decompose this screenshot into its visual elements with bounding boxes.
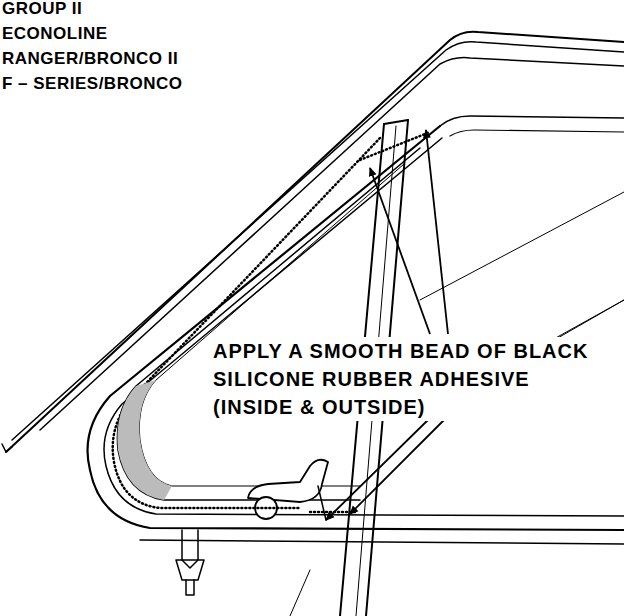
model-label: F – SERIES/BRONCO bbox=[2, 73, 182, 95]
model-label: RANGER/BRONCO II bbox=[2, 48, 178, 70]
group-label: GROUP II bbox=[2, 0, 82, 20]
instruction-note: APPLY A SMOOTH BEAD OF BLACK SILICONE RU… bbox=[211, 337, 607, 421]
model-label: ECONOLINE bbox=[2, 23, 108, 45]
